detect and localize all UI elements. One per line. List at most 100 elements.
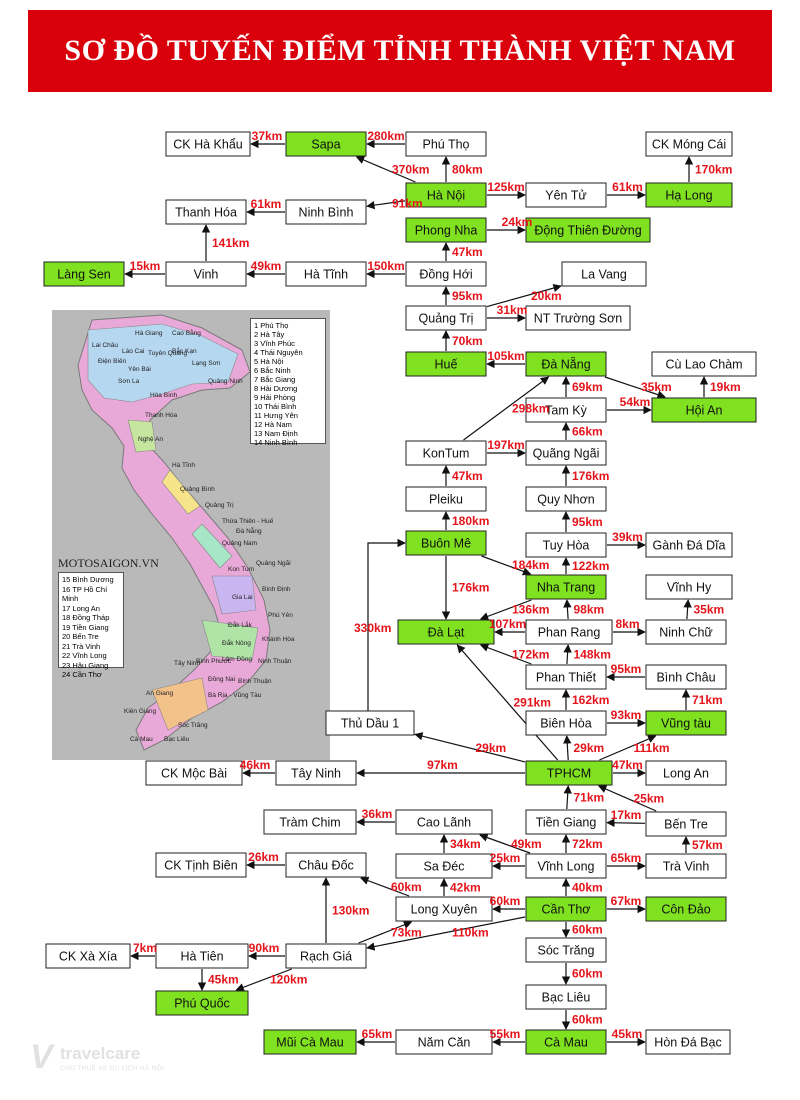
map-province-label: Bình Định [262, 586, 291, 593]
node-box [645, 896, 727, 922]
node-box [645, 811, 727, 837]
distance-label: 172km [512, 648, 549, 662]
node-label: Hội An [686, 404, 723, 418]
legend-item: 1 Phú Thọ [254, 321, 289, 330]
node-box [155, 852, 247, 878]
node-label: Đà Nẵng [541, 357, 590, 372]
node-box [285, 131, 367, 157]
node-box [285, 261, 367, 287]
distance-label: 31km [497, 303, 528, 317]
distance-label: 24km [502, 215, 533, 229]
node-label: Phan Thiết [536, 671, 597, 685]
map-province-label: Đắk Nông [222, 640, 251, 647]
map-province-label: Bà Rịa - Vũng Tàu [208, 692, 262, 699]
node-label: Biên Hòa [540, 717, 591, 731]
node-cao-lanh: Cao Lãnh [395, 809, 493, 835]
node-box [645, 574, 733, 600]
distance-label: 122km [572, 559, 609, 573]
node-ha-noi: Hà Nội [405, 182, 487, 208]
node-box [645, 131, 733, 157]
map-province-label: Tuyên Quang [148, 350, 188, 357]
distance-label: 60km [391, 880, 422, 894]
distance-label: 93km [611, 708, 642, 722]
node-label: Côn Đảo [661, 903, 710, 917]
node-ninh-chu: Ninh Chữ [645, 619, 727, 645]
distance-label: 197km [487, 438, 524, 452]
node-box [525, 397, 607, 423]
node-box [285, 199, 367, 225]
node-tuy-hoa: Tuy Hòa [525, 532, 607, 558]
node-label: Long An [663, 767, 709, 781]
legend-item: 11 Hưng Yên [254, 411, 298, 420]
legend-item: 14 Ninh Bình [254, 438, 298, 447]
node-tra-vinh: Trà Vinh [645, 853, 727, 879]
node-label: Đà Lạt [428, 626, 465, 640]
node-box [525, 937, 607, 963]
distance-label: 60km [490, 894, 521, 908]
node-label: Tuy Hòa [543, 539, 590, 553]
node-label: Nha Trang [537, 581, 595, 595]
distance-label: 45km [208, 973, 239, 987]
distance-label: 29km [476, 741, 507, 755]
node-bac-lieu: Bạc Liêu [525, 984, 607, 1010]
distance-label: 20km [531, 289, 562, 303]
legend-item: 21 Trà Vinh [62, 641, 101, 651]
distance-label: 26km [248, 850, 279, 864]
node-label: NT Trường Sơn [534, 312, 622, 326]
node-box [285, 852, 367, 878]
node-box [525, 809, 607, 835]
distance-label: 7km [133, 941, 157, 955]
node-box [525, 182, 607, 208]
node-box [525, 305, 631, 331]
node-ck-ha-khau: CK Hà Khẩu [165, 131, 251, 157]
legend-item: 20 Bến Tre [62, 632, 99, 641]
distance-label: 25km [490, 851, 521, 865]
node-label: Sapa [311, 138, 340, 152]
node-label: Bình Châu [656, 671, 715, 685]
node-box [525, 532, 607, 558]
distance-label: 61km [251, 197, 282, 211]
legend-item: 16 TP Hồ Chí Minh [62, 584, 108, 604]
node-label: Phong Nha [415, 224, 478, 238]
node-pleiku: Pleiku [405, 486, 487, 512]
node-sapa: Sapa [285, 131, 367, 157]
node-label: Tiền Giang [536, 816, 597, 830]
distance-label: 91km [392, 197, 423, 211]
node-kontum: KonTum [405, 440, 487, 466]
node-label: TPHCM [547, 767, 591, 781]
node-vinh-long: Vĩnh Long [525, 853, 607, 879]
node-box [525, 664, 607, 690]
node-box [43, 261, 125, 287]
node-box [525, 984, 607, 1010]
legend-item: 23 Hậu Giang [62, 660, 109, 670]
distance-label: 19km [710, 380, 741, 394]
distance-label: 49km [251, 259, 282, 273]
legend-item: 22 Vĩnh Long [62, 651, 107, 660]
distance-label: 80km [452, 163, 483, 177]
node-tphcm: TPHCM [525, 760, 613, 786]
node-box [405, 261, 487, 287]
node-box [263, 1029, 357, 1055]
distance-label: 45km [612, 1027, 643, 1041]
node-box [525, 351, 607, 377]
node-tram-chim: Tràm Chim [263, 809, 357, 835]
node-yen-tu: Yên Tử [525, 182, 607, 208]
node-vung-tau: Vũng tàu [645, 710, 727, 736]
route-edge-tphcm-da-lat [456, 644, 559, 761]
vietnam-map-shape [77, 314, 271, 751]
map-province-label: Khánh Hòa [262, 636, 295, 643]
node-box [397, 619, 495, 645]
node-ha-tien: Hà Tiên [155, 943, 249, 969]
distance-label: 70km [452, 334, 483, 348]
map-province-label: Kon Tum [228, 566, 255, 573]
distance-label: 98km [574, 603, 605, 617]
node-label: Tràm Chim [279, 816, 340, 830]
node-soc-trang: Sóc Trăng [525, 937, 607, 963]
map-province-label: Lào Cai [122, 348, 145, 355]
distance-label: 184km [512, 558, 549, 572]
legend-item: 9 Hải Phòng [254, 393, 296, 402]
node-vinh: Vinh [165, 261, 247, 287]
distance-label: 73km [391, 926, 422, 940]
node-phu-tho: Phú Thọ [405, 131, 487, 157]
node-box [405, 351, 487, 377]
